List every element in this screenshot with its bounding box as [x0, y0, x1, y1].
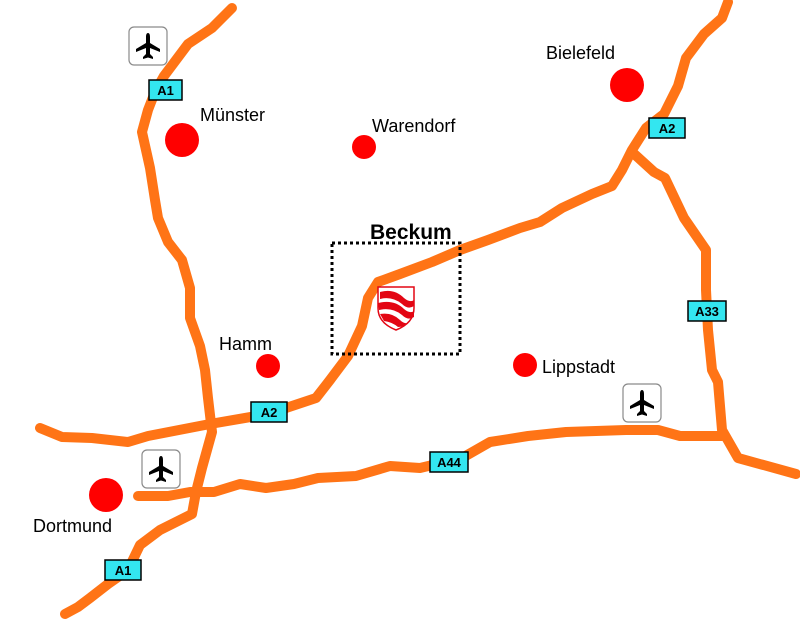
airplane-icon — [141, 449, 181, 489]
shield-a1-south: A1 — [104, 559, 142, 581]
city-dot-dortmund — [89, 478, 123, 512]
beckum-frame — [330, 241, 462, 356]
road-a44 — [133, 425, 727, 501]
city-label-dortmund: Dortmund — [33, 516, 112, 536]
cities: Münster Warendorf Bielefeld Hamm Lippsta… — [33, 43, 644, 536]
city-label-hamm: Hamm — [219, 334, 272, 354]
shield-a44: A44 — [429, 451, 469, 473]
svg-text:A2: A2 — [261, 405, 278, 420]
airplane-icon — [128, 26, 168, 66]
city-dot-lippstadt — [513, 353, 537, 377]
road-shields: A1 A2 A33 A2 A44 A1 — [104, 79, 727, 581]
coat-of-arms-icon — [377, 286, 415, 331]
svg-text:A44: A44 — [437, 455, 462, 470]
svg-text:A1: A1 — [115, 563, 132, 578]
shield-a33: A33 — [687, 300, 727, 322]
road-a1 — [60, 3, 237, 619]
city-label-bielefeld: Bielefeld — [546, 43, 615, 63]
svg-text:A1: A1 — [157, 83, 174, 98]
city-label-muenster: Münster — [200, 105, 265, 125]
city-dot-hamm — [256, 354, 280, 378]
city-label-warendorf: Warendorf — [372, 116, 456, 136]
beckum-label: Beckum — [370, 221, 452, 244]
city-dot-muenster — [165, 123, 199, 157]
city-dot-bielefeld — [610, 68, 644, 102]
airports — [128, 26, 662, 489]
svg-text:A2: A2 — [659, 121, 676, 136]
city-label-lippstadt: Lippstadt — [542, 357, 615, 377]
city-dot-warendorf — [352, 135, 376, 159]
shield-a2-northeast: A2 — [648, 117, 686, 139]
shield-a2-west: A2 — [250, 401, 288, 423]
shield-a1-north: A1 — [148, 79, 183, 101]
svg-text:A33: A33 — [695, 304, 719, 319]
airplane-icon — [622, 383, 662, 423]
